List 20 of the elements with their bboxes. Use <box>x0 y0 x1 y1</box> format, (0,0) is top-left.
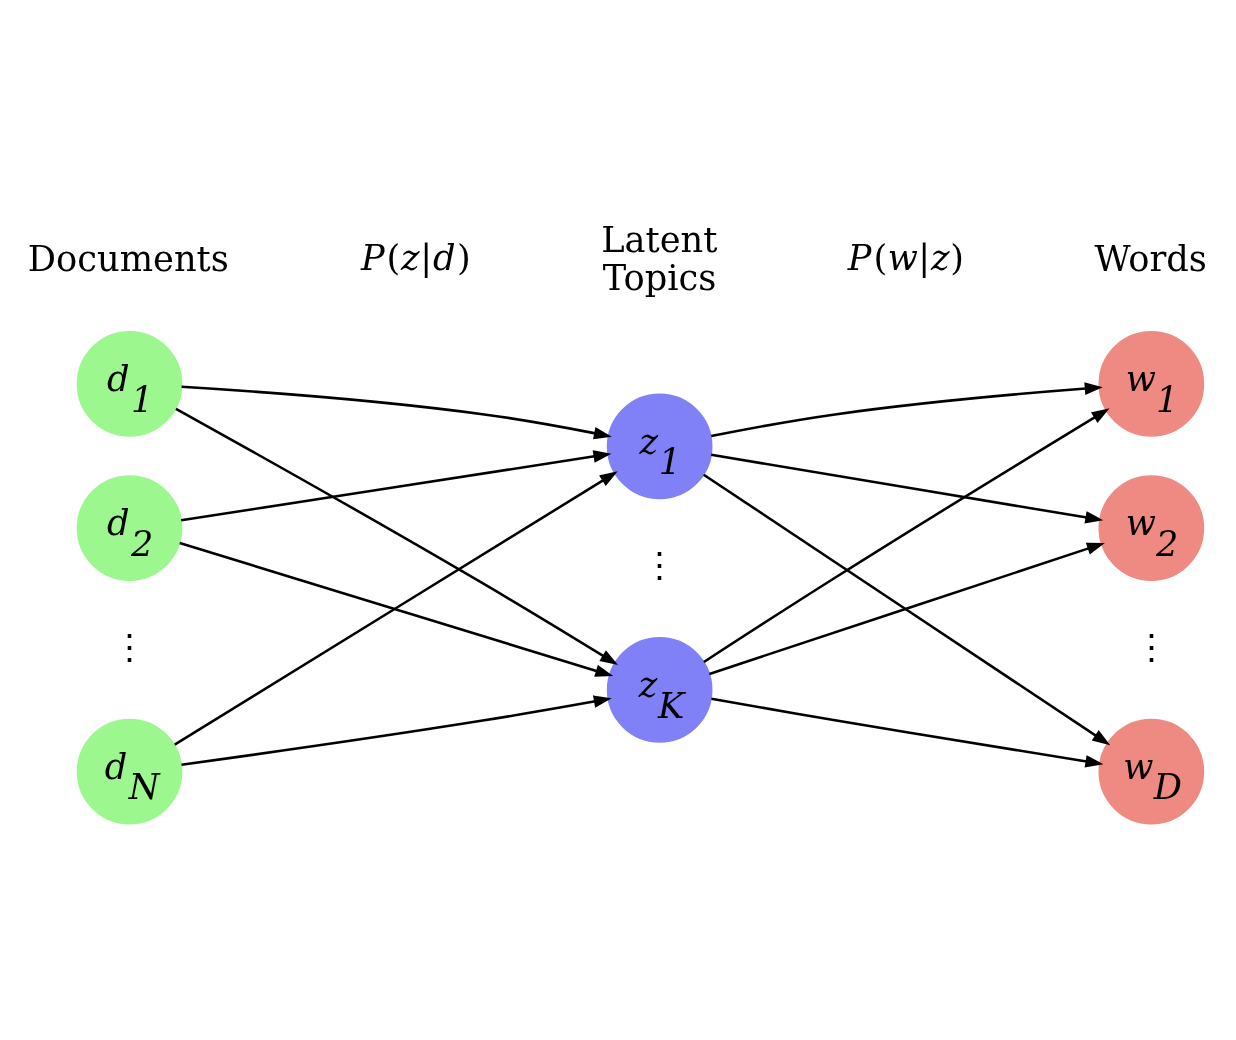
arrow <box>711 453 1104 524</box>
label: ⋮ <box>642 543 678 585</box>
arrow <box>703 407 1110 663</box>
label: Documents <box>27 237 229 279</box>
arrow <box>174 470 618 746</box>
label: Latent Topics <box>601 218 718 298</box>
arrow <box>181 694 612 766</box>
arrow <box>703 473 1111 745</box>
label: P(w|z) <box>847 236 965 278</box>
label: Words <box>1094 237 1207 279</box>
arrow <box>181 449 612 522</box>
arrow <box>711 381 1103 437</box>
label: P(z|d) <box>360 236 471 278</box>
arrow <box>179 541 614 677</box>
label: ⋮ <box>1133 625 1169 667</box>
arrow <box>181 385 612 439</box>
label: ⋮ <box>111 625 147 667</box>
arrow <box>711 697 1104 768</box>
arrow <box>709 542 1105 675</box>
arrow <box>175 407 618 665</box>
